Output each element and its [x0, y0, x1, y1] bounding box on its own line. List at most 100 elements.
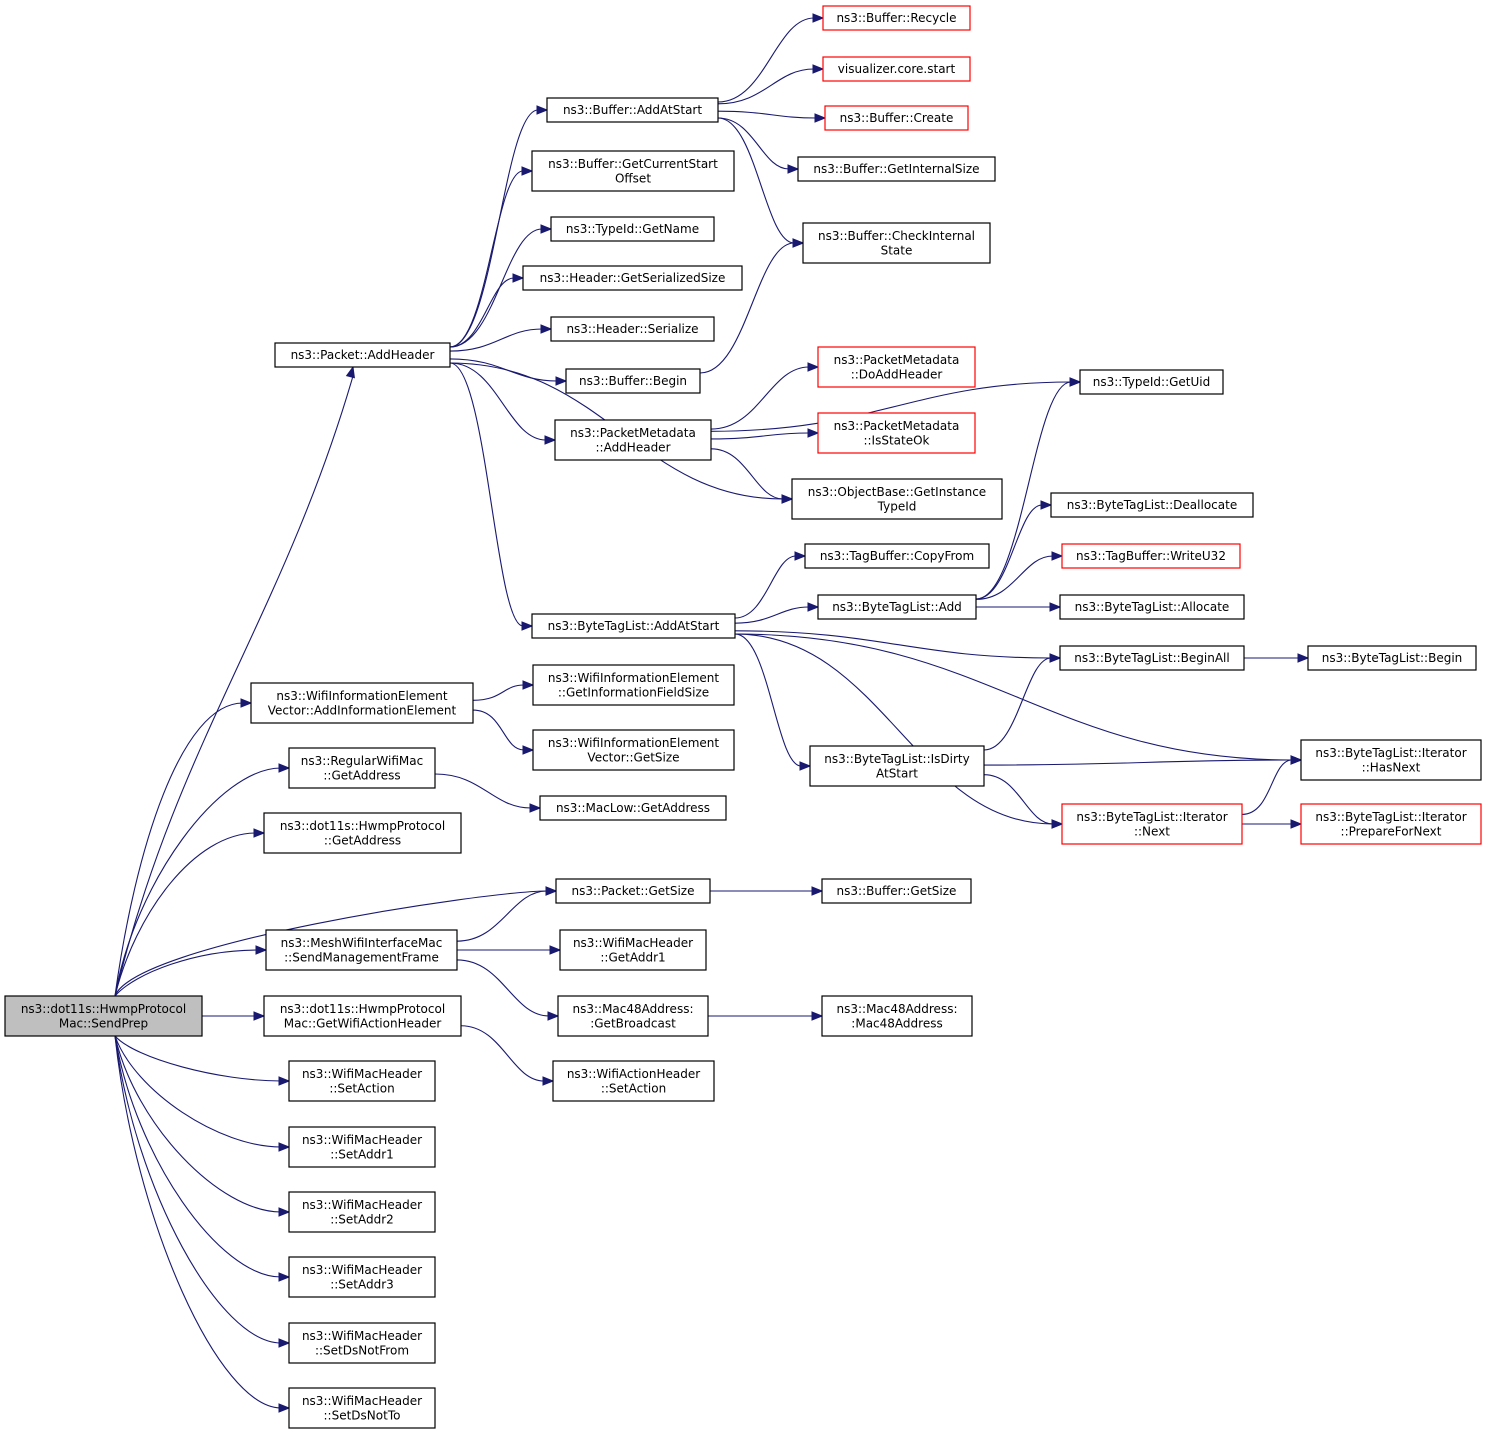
node-box	[804, 543, 990, 569]
node-mesh-sendmgmt[interactable]: ns3::MeshWifiInterfaceMac::SendManagemen…	[265, 929, 458, 971]
node-tb-writeu32[interactable]: ns3::TagBuffer::WriteU32	[1061, 543, 1241, 569]
node-hdr-getserialized[interactable]: ns3::Header::GetSerializedSize	[522, 265, 743, 291]
node-box	[552, 1060, 715, 1102]
node-btl-it-next[interactable]: ns3::ByteTagList::Iterator::Next	[1061, 803, 1243, 845]
node-hdr-serialize[interactable]: ns3::Header::Serialize	[550, 316, 715, 342]
node-label: ns3::PacketMetadata	[570, 426, 696, 440]
node-box	[1061, 543, 1241, 569]
node-hwmp-getaddr[interactable]: ns3::dot11s::HwmpProtocol::GetAddress	[263, 812, 462, 854]
node-box	[4, 995, 203, 1037]
node-typeid-getuid[interactable]: ns3::TypeId::GetUid	[1079, 369, 1224, 395]
node-buf-getinternalsize[interactable]: ns3::Buffer::GetInternalSize	[797, 156, 996, 182]
node-pkt-getsize[interactable]: ns3::Packet::GetSize	[555, 878, 711, 904]
node-label: ns3::WifiActionHeader	[567, 1067, 700, 1081]
node-vis-start[interactable]: visualizer.core.start	[822, 56, 971, 82]
node-label: visualizer.core.start	[838, 62, 956, 76]
node-typeid-getname[interactable]: ns3::TypeId::GetName	[550, 216, 715, 242]
edge-arrowhead	[545, 886, 558, 896]
node-btl-beginall[interactable]: ns3::ByteTagList::BeginAll	[1059, 645, 1245, 671]
node-label: ns3::WifiMacHeader	[302, 1263, 422, 1277]
edge-arrowhead	[278, 1338, 291, 1348]
node-box	[288, 1322, 436, 1364]
node-pm-doaddheader[interactable]: ns3::PacketMetadata::DoAddHeader	[817, 346, 976, 388]
node-pm-isstateok[interactable]: ns3::PacketMetadata::IsStateOk	[817, 412, 976, 454]
node-box	[821, 995, 973, 1037]
node-box	[531, 150, 735, 192]
node-addheader[interactable]: ns3::Packet::AddHeader	[274, 342, 451, 368]
node-btl-add[interactable]: ns3::ByteTagList::Add	[817, 594, 977, 620]
node-wiev-getsize[interactable]: ns3::WifiInformationElementVector::GetSi…	[532, 729, 735, 771]
node-buf-begin[interactable]: ns3::Buffer::Begin	[565, 368, 701, 394]
node-label: ns3::ByteTagList::Allocate	[1075, 600, 1230, 614]
node-btl-it-hasnext[interactable]: ns3::ByteTagList::Iterator::HasNext	[1300, 739, 1482, 781]
edge-btl-addatstart-to-btl-add	[734, 606, 810, 624]
node-mh-setdsnotfrom[interactable]: ns3::WifiMacHeader::SetDsNotFrom	[288, 1322, 436, 1364]
node-label: ::DoAddHeader	[851, 367, 943, 381]
node-mh-setaction[interactable]: ns3::WifiMacHeader::SetAction	[288, 1060, 436, 1102]
node-maclow-getaddr[interactable]: ns3::MacLow::GetAddress	[539, 795, 727, 821]
node-box	[824, 105, 969, 131]
node-mh-getaddr1[interactable]: ns3::WifiMacHeader::GetAddr1	[559, 929, 707, 971]
node-label: ns3::Buffer::AddAtStart	[563, 103, 702, 117]
node-btl-it-prepare[interactable]: ns3::ByteTagList::Iterator::PrepareForNe…	[1300, 803, 1482, 845]
node-label: Offset	[615, 171, 651, 185]
node-label: ::IsStateOk	[863, 433, 929, 447]
node-box	[1061, 803, 1243, 845]
node-label: ns3::Header::GetSerializedSize	[540, 271, 726, 285]
node-btl-dealloc[interactable]: ns3::ByteTagList::Deallocate	[1050, 492, 1254, 518]
node-pm-addheader[interactable]: ns3::PacketMetadata::AddHeader	[554, 419, 712, 461]
node-label: ns3::TypeId::GetName	[566, 222, 699, 236]
edge-sendprep-to-mh-setaddr3	[114, 1035, 282, 1278]
node-addinfo[interactable]: ns3::WifiInformationElementVector::AddIn…	[250, 682, 474, 724]
node-label: ns3::ByteTagList::Add	[832, 600, 962, 614]
edge-arrowhead	[794, 551, 807, 561]
node-buf-getsize[interactable]: ns3::Buffer::GetSize	[821, 878, 972, 904]
node-mac48-getbroadcast[interactable]: ns3::Mac48Address::GetBroadcast	[557, 995, 709, 1037]
node-label: ::SetAddr1	[330, 1147, 394, 1161]
edge-arrowhead	[255, 945, 268, 955]
node-box	[288, 1387, 436, 1429]
edge-btl-addatstart-to-btl-isdirty	[734, 633, 802, 767]
node-mh-setaddr2[interactable]: ns3::WifiMacHeader::SetAddr2	[288, 1191, 436, 1233]
node-btl-begin[interactable]: ns3::ByteTagList::Begin	[1307, 645, 1477, 671]
edge-sendprep-to-hwmp-getaddr	[114, 832, 257, 997]
edge-arrowhead	[522, 745, 535, 755]
edge-arrowhead	[811, 1011, 824, 1021]
edge-arrowhead	[1040, 500, 1053, 510]
node-mac48-ctor[interactable]: ns3::Mac48Address::Mac48Address	[821, 995, 973, 1037]
node-mh-setaddr3[interactable]: ns3::WifiMacHeader::SetAddr3	[288, 1256, 436, 1298]
node-label: ns3::Buffer::GetInternalSize	[813, 162, 979, 176]
node-tb-copyfrom[interactable]: ns3::TagBuffer::CopyFrom	[804, 543, 990, 569]
node-mh-setdsnotto[interactable]: ns3::WifiMacHeader::SetDsNotTo	[288, 1387, 436, 1429]
node-getwifiaction[interactable]: ns3::dot11s::HwmpProtocolMac::GetWifiAct…	[263, 995, 462, 1037]
node-box	[1059, 645, 1245, 671]
node-buf-create[interactable]: ns3::Buffer::Create	[824, 105, 969, 131]
node-wie-getinfosize[interactable]: ns3::WifiInformationElement::GetInformat…	[532, 664, 735, 706]
edge-arrowhead	[807, 428, 820, 438]
node-buf-addatstart[interactable]: ns3::Buffer::AddAtStart	[546, 97, 719, 123]
node-wah-setaction[interactable]: ns3::WifiActionHeader::SetAction	[552, 1060, 715, 1102]
node-label: ns3::dot11s::HwmpProtocol	[21, 1002, 186, 1016]
node-label: ns3::TypeId::GetUid	[1093, 375, 1211, 389]
node-box	[822, 5, 971, 31]
node-buf-recycle[interactable]: ns3::Buffer::Recycle	[822, 5, 971, 31]
node-box	[288, 1256, 436, 1298]
node-label: ::SetAction	[601, 1081, 666, 1095]
node-mh-setaddr1[interactable]: ns3::WifiMacHeader::SetAddr1	[288, 1126, 436, 1168]
node-label: ::PrepareForNext	[1341, 824, 1442, 838]
node-btl-addatstart[interactable]: ns3::ByteTagList::AddAtStart	[531, 613, 736, 639]
node-label: ns3::MeshWifiInterfaceMac	[281, 936, 443, 950]
edge-mesh-sendmgmt-to-mac48-getbroadcast	[456, 959, 550, 1017]
node-btl-allocate[interactable]: ns3::ByteTagList::Allocate	[1059, 594, 1245, 620]
node-regular-getaddr[interactable]: ns3::RegularWifiMac::GetAddress	[288, 747, 436, 789]
edge-btl-add-to-btl-dealloc	[975, 504, 1043, 600]
node-label: ::SetAddr2	[330, 1212, 394, 1226]
node-label: Mac::GetWifiActionHeader	[284, 1016, 442, 1030]
edge-arrowhead	[278, 1272, 291, 1282]
